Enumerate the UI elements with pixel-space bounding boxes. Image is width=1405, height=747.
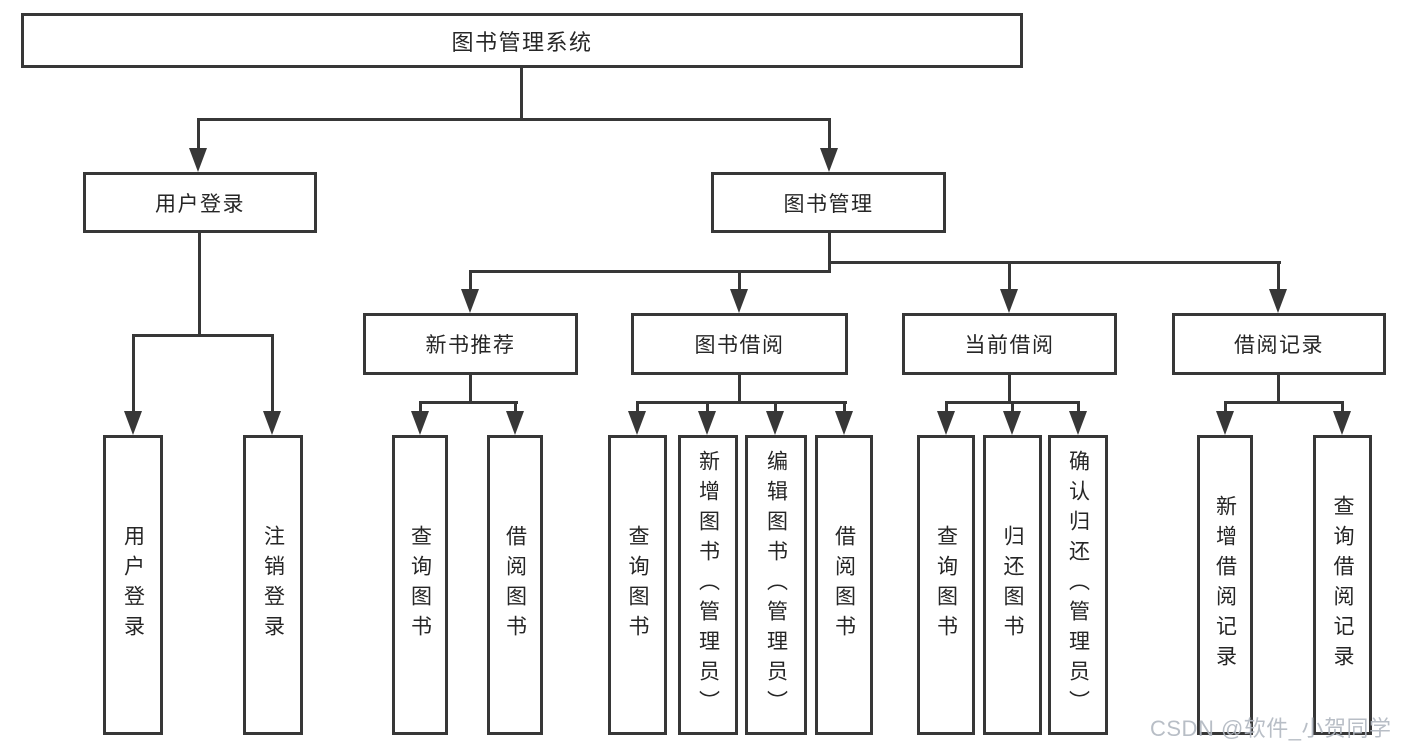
leaf-add-borrow-record: 新增借阅记录 xyxy=(1197,435,1253,735)
arrow-down-icon xyxy=(1216,411,1234,435)
connector-line xyxy=(514,401,517,413)
connector-line xyxy=(469,270,472,291)
leaf-borrow-books-recommend: 借阅图书 xyxy=(487,435,543,735)
leaf-return-books: 归还图书 xyxy=(983,435,1042,735)
leaf-confirm-return-admin-label: 确认归还（管理员） xyxy=(1066,450,1090,720)
connector-line xyxy=(843,401,846,413)
leaf-confirm-return-admin: 确认归还（管理员） xyxy=(1048,435,1108,735)
connector-line xyxy=(1011,401,1014,413)
connector-line xyxy=(419,401,422,413)
arrow-down-icon xyxy=(820,148,838,172)
connector-line xyxy=(706,401,709,413)
connector-line xyxy=(1224,401,1344,404)
node-root-label: 图书管理系统 xyxy=(451,29,593,55)
arrow-down-icon xyxy=(1333,411,1351,435)
arrow-down-icon xyxy=(1269,289,1287,313)
arrow-down-icon xyxy=(1003,411,1021,435)
connector-line xyxy=(1077,401,1080,413)
connector-line xyxy=(738,375,741,404)
arrow-down-icon xyxy=(124,411,142,435)
connector-line xyxy=(520,68,523,121)
connector-line xyxy=(774,401,777,413)
leaf-add-borrow-record-label: 新增借阅记录 xyxy=(1213,495,1237,675)
node-book-borrowing-label: 图书借阅 xyxy=(694,334,785,357)
leaf-query-books-recommend-label: 查询图书 xyxy=(408,525,432,645)
arrow-down-icon xyxy=(698,411,716,435)
arrow-down-icon xyxy=(411,411,429,435)
leaf-edit-books-admin: 编辑图书（管理员） xyxy=(745,435,807,735)
connector-line xyxy=(132,334,274,337)
node-new-book-recommend: 新书推荐 xyxy=(363,313,578,375)
connector-line xyxy=(1277,375,1280,404)
leaf-add-books-admin: 新增图书（管理员） xyxy=(678,435,738,735)
connector-line xyxy=(636,401,639,413)
connector-line xyxy=(419,401,518,404)
node-root: 图书管理系统 xyxy=(21,13,1023,68)
leaf-borrow-books: 借阅图书 xyxy=(815,435,873,735)
arrow-down-icon xyxy=(263,411,281,435)
leaf-query-books-current: 查询图书 xyxy=(917,435,975,735)
leaf-query-books-borrowing-label: 查询图书 xyxy=(626,525,649,645)
node-current-borrowing-label: 当前借阅 xyxy=(964,334,1055,357)
node-book-management-label: 图书管理 xyxy=(783,192,874,216)
node-borrow-records: 借阅记录 xyxy=(1172,313,1386,375)
connector-line xyxy=(828,233,831,273)
leaf-logout: 注销登录 xyxy=(243,435,303,735)
connector-line xyxy=(271,334,274,413)
arrow-down-icon xyxy=(937,411,955,435)
leaf-query-books-recommend: 查询图书 xyxy=(392,435,448,735)
connector-line xyxy=(945,401,948,413)
leaf-logout-label: 注销登录 xyxy=(261,525,285,645)
connector-line xyxy=(1224,401,1227,413)
connector-line xyxy=(1277,261,1280,291)
arrow-down-icon xyxy=(835,411,853,435)
arrow-down-icon xyxy=(730,289,748,313)
connector-line xyxy=(197,118,200,151)
connector-line xyxy=(636,401,847,404)
connector-line xyxy=(1008,261,1011,291)
leaf-add-books-admin-label: 新增图书（管理员） xyxy=(696,450,720,720)
watermark: CSDN @软件_小贺同学 xyxy=(1150,716,1392,741)
leaf-borrow-books-label: 借阅图书 xyxy=(832,525,856,645)
leaf-user-login: 用户登录 xyxy=(103,435,163,735)
leaf-return-books-label: 归还图书 xyxy=(1001,525,1024,645)
node-current-borrowing: 当前借阅 xyxy=(902,313,1117,375)
node-new-book-recommend-label: 新书推荐 xyxy=(425,334,516,357)
arrow-down-icon xyxy=(1000,289,1018,313)
node-book-borrowing: 图书借阅 xyxy=(631,313,848,375)
connector-line xyxy=(197,118,831,121)
leaf-edit-books-admin-label: 编辑图书（管理员） xyxy=(764,450,788,720)
node-book-management: 图书管理 xyxy=(711,172,946,233)
node-borrow-records-label: 借阅记录 xyxy=(1234,334,1324,357)
connector-line xyxy=(198,233,201,337)
arrow-down-icon xyxy=(1069,411,1087,435)
node-user-login: 用户登录 xyxy=(83,172,317,233)
connector-line xyxy=(1341,401,1344,413)
leaf-query-borrow-record-label: 查询借阅记录 xyxy=(1331,495,1354,675)
connector-line xyxy=(828,118,831,151)
arrow-down-icon xyxy=(461,289,479,313)
arrow-down-icon xyxy=(628,411,646,435)
leaf-query-books-borrowing: 查询图书 xyxy=(608,435,667,735)
leaf-borrow-books-recommend-label: 借阅图书 xyxy=(503,525,527,645)
arrow-down-icon xyxy=(766,411,784,435)
connector-line xyxy=(1008,375,1011,404)
connector-line xyxy=(828,261,1281,264)
leaf-query-borrow-record: 查询借阅记录 xyxy=(1313,435,1372,735)
leaf-query-books-current-label: 查询图书 xyxy=(934,525,958,645)
connector-line xyxy=(469,375,472,404)
arrow-down-icon xyxy=(506,411,524,435)
leaf-user-login-label: 用户登录 xyxy=(121,525,145,645)
arrow-down-icon xyxy=(189,148,207,172)
connector-line xyxy=(469,270,831,273)
connector-line xyxy=(738,270,741,291)
connector-line xyxy=(132,334,135,413)
node-user-login-label: 用户登录 xyxy=(155,192,245,216)
